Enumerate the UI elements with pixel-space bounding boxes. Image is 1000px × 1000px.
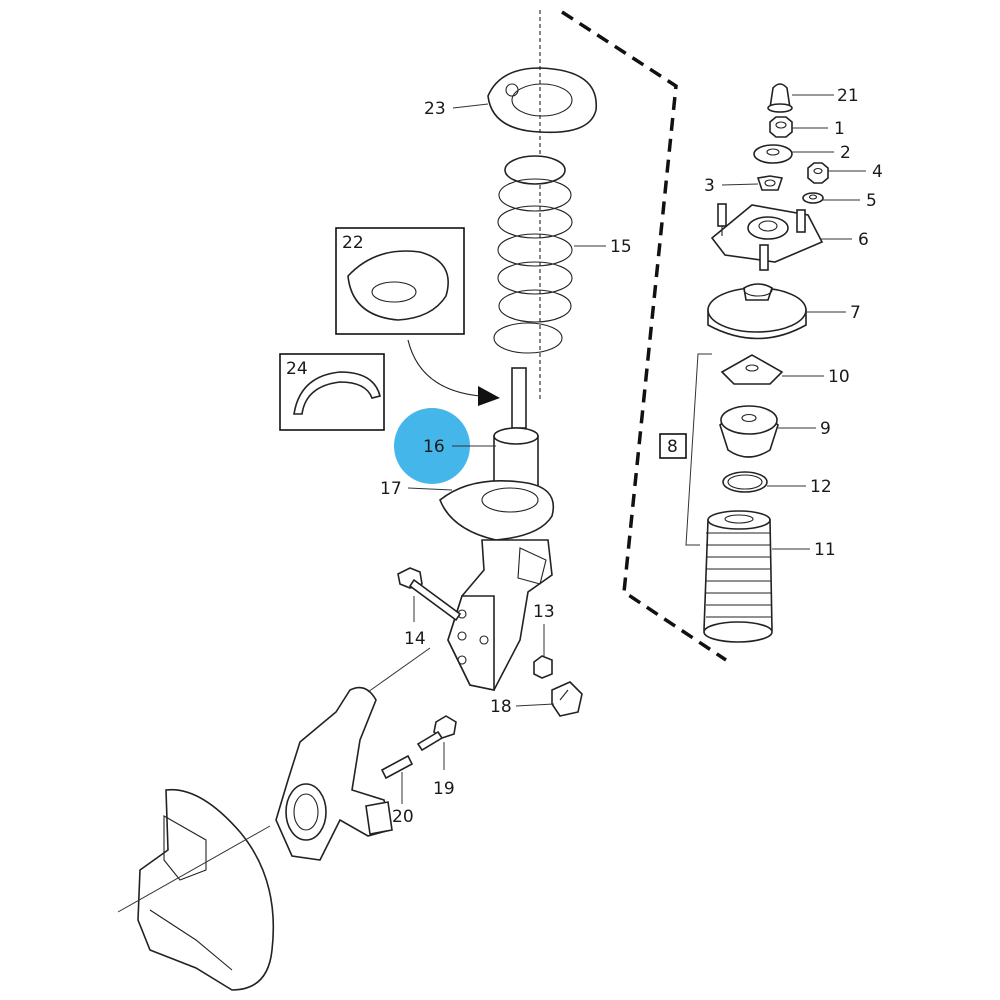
bump-cap-part-21: [767, 83, 793, 113]
label-5[interactable]: 5: [866, 191, 877, 211]
inset-arrow: [407, 339, 500, 406]
inset-box-24: [279, 353, 385, 431]
upper-spring-seat-part-23: [487, 67, 597, 134]
nut-part-1: [769, 116, 793, 138]
label-3[interactable]: 3: [704, 176, 715, 196]
label-13[interactable]: 13: [533, 602, 555, 622]
nut-part-4: [807, 162, 829, 184]
label-18[interactable]: 18: [490, 697, 512, 717]
part-labels: 21 1 2 4 3 5 6 7 10 9 12 11 8 23 15 22 2…: [286, 86, 883, 827]
strut-tube-bracket: [447, 539, 553, 691]
label-9[interactable]: 9: [820, 419, 831, 439]
label-24[interactable]: 24: [286, 359, 308, 379]
clip-part-3: [756, 175, 784, 191]
assembly-dashed-frame: [561, 10, 727, 662]
top-mount-part-6: [710, 203, 824, 271]
label-10[interactable]: 10: [828, 367, 850, 387]
label-11[interactable]: 11: [814, 540, 836, 560]
label-14[interactable]: 14: [404, 629, 426, 649]
steering-knuckle: [275, 686, 393, 861]
label-1[interactable]: 1: [834, 119, 845, 139]
bump-plate-part-10: [720, 354, 784, 385]
label-7[interactable]: 7: [850, 303, 861, 323]
bolt-part-19: [416, 715, 457, 752]
bellows-part-11: [703, 510, 773, 643]
coil-spring-part-15: [493, 10, 573, 400]
bump-stop-part-9: [719, 405, 779, 458]
damper-rod: [511, 367, 527, 429]
stud-part-20: [380, 754, 414, 780]
lower-spring-seat-part-17: [439, 480, 555, 541]
label-8-box: [659, 433, 687, 459]
spring-seat-part-7: [707, 283, 807, 340]
nut-part-18: [551, 681, 583, 717]
washer-part-5: [802, 192, 824, 204]
highlight-marker[interactable]: [394, 408, 470, 484]
leader-lines: [367, 94, 866, 804]
ring-part-12: [722, 471, 768, 493]
nut-part-13: [533, 655, 553, 679]
inset-box-22: [335, 227, 465, 335]
label-22[interactable]: 22: [342, 233, 364, 253]
label-23[interactable]: 23: [424, 99, 446, 119]
bolt-part-14: [397, 567, 462, 622]
label-6[interactable]: 6: [858, 230, 869, 250]
label-19[interactable]: 19: [433, 779, 455, 799]
label-21[interactable]: 21: [837, 86, 859, 106]
label-12[interactable]: 12: [810, 477, 832, 497]
label-16[interactable]: 16: [423, 437, 445, 457]
label-17[interactable]: 17: [380, 479, 402, 499]
group-8-bracket: [685, 353, 712, 546]
label-2[interactable]: 2: [840, 143, 851, 163]
label-20[interactable]: 20: [392, 807, 414, 827]
brake-dust-shield: [117, 788, 275, 991]
label-4[interactable]: 4: [872, 162, 883, 182]
label-15[interactable]: 15: [610, 237, 632, 257]
label-8[interactable]: 8: [667, 437, 678, 457]
washer-part-2: [753, 144, 793, 164]
